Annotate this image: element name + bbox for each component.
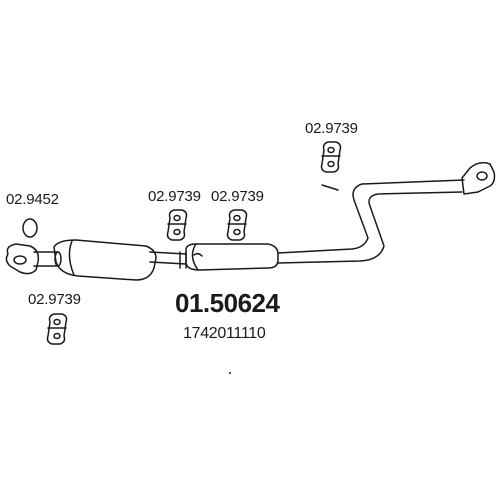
front-flange — [5, 243, 40, 275]
center-silencer — [53, 239, 157, 281]
label-hanger-mid-left: 02.9739 — [148, 188, 201, 205]
hanger-icon-top-right — [320, 141, 342, 173]
label-ring-gasket: 02.9452 — [6, 191, 59, 208]
hanger-icon-bottom-left — [46, 313, 68, 345]
dot-mark — [229, 372, 231, 374]
oem-part-number: 1742011110 — [183, 325, 266, 342]
tail-pipe — [277, 179, 465, 264]
ring-gasket-icon — [22, 218, 38, 238]
rear-silencer — [185, 243, 279, 271]
rear-flange — [461, 161, 496, 195]
hanger-icon-mid-left — [166, 209, 188, 241]
label-hanger-bottom-left: 02.9739 — [28, 291, 81, 308]
label-hanger-mid-right: 02.9739 — [211, 188, 264, 205]
main-part-number: 01.50624 — [175, 288, 280, 318]
hanger-icon-mid-right — [226, 209, 248, 241]
label-hanger-top-right: 02.9739 — [305, 120, 358, 137]
